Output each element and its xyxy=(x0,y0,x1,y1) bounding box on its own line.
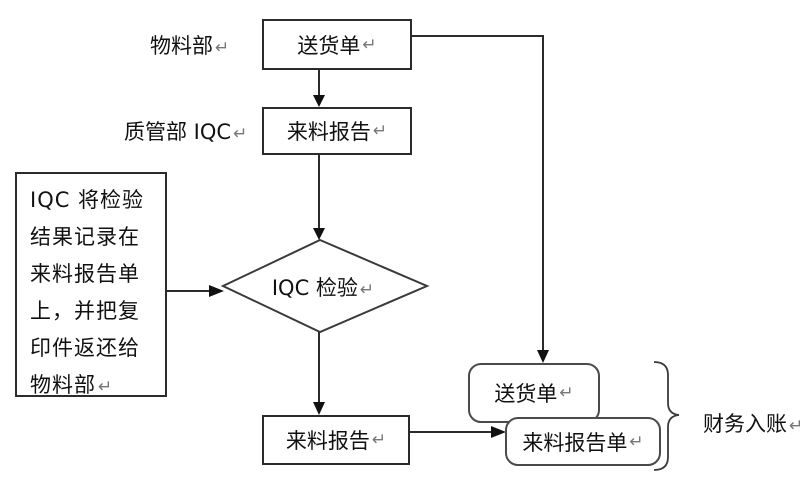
connector-top-right xyxy=(412,35,544,351)
node-incoming-report-bottom: 来料报告↵ xyxy=(262,415,410,465)
label-finance: 财务入账↵ xyxy=(703,408,800,438)
label-qc-dept: 质管部 IQC↵ xyxy=(124,116,247,146)
return-mark-icon: ↵ xyxy=(359,280,375,300)
return-mark-icon: ↵ xyxy=(629,431,644,452)
node-iqc-note: IQC 将检验 结果记录在 来料报告单 上，并把复 印件返还给 物料部↵ xyxy=(15,172,167,397)
return-mark-icon: ↵ xyxy=(98,377,114,397)
arrowhead-down-diamond xyxy=(313,228,325,240)
return-mark-icon: ↵ xyxy=(559,383,574,403)
return-mark-icon: ↵ xyxy=(371,430,387,450)
arrowhead-down-bottom-report xyxy=(313,402,325,415)
arrowhead-down-report-top xyxy=(313,95,325,107)
node-incoming-report-slip-text: 来料报告单 xyxy=(522,430,628,455)
return-mark-icon: ↵ xyxy=(362,34,377,55)
arrowhead-right-diamond xyxy=(209,285,224,297)
node-incoming-report-top-text: 来料报告 xyxy=(286,120,371,144)
node-iqc-note-text: IQC 将检验 结果记录在 来料报告单 上，并把复 印件返还给 物料部 xyxy=(30,188,145,397)
node-incoming-report-top: 来料报告↵ xyxy=(262,107,412,155)
label-qc-dept-text: 质管部 IQC xyxy=(124,120,232,144)
node-iqc-inspection-text: IQC 检验 xyxy=(271,276,358,300)
arrowhead-right-slip xyxy=(491,426,506,438)
node-incoming-report-slip: 来料报告单↵ xyxy=(505,417,661,466)
node-delivery-note-top: 送货单↵ xyxy=(262,19,412,70)
label-materials-dept-text: 物料部 xyxy=(150,34,213,58)
node-delivery-note-right: 送货单↵ xyxy=(468,363,600,423)
label-finance-text: 财务入账 xyxy=(703,412,787,436)
arrowhead-down-delivery-right xyxy=(537,350,549,363)
return-mark-icon: ↵ xyxy=(372,121,388,141)
node-delivery-note-right-text: 送货单 xyxy=(494,382,558,406)
node-iqc-inspection-label: IQC 检验↵ xyxy=(243,272,403,302)
label-materials-dept: 物料部↵ xyxy=(150,30,229,60)
return-mark-icon: ↵ xyxy=(215,38,230,58)
return-mark-icon: ↵ xyxy=(789,416,800,436)
return-mark-icon: ↵ xyxy=(233,124,248,144)
node-delivery-note-top-text: 送货单 xyxy=(297,33,361,58)
node-incoming-report-bottom-text: 来料报告 xyxy=(285,429,370,453)
